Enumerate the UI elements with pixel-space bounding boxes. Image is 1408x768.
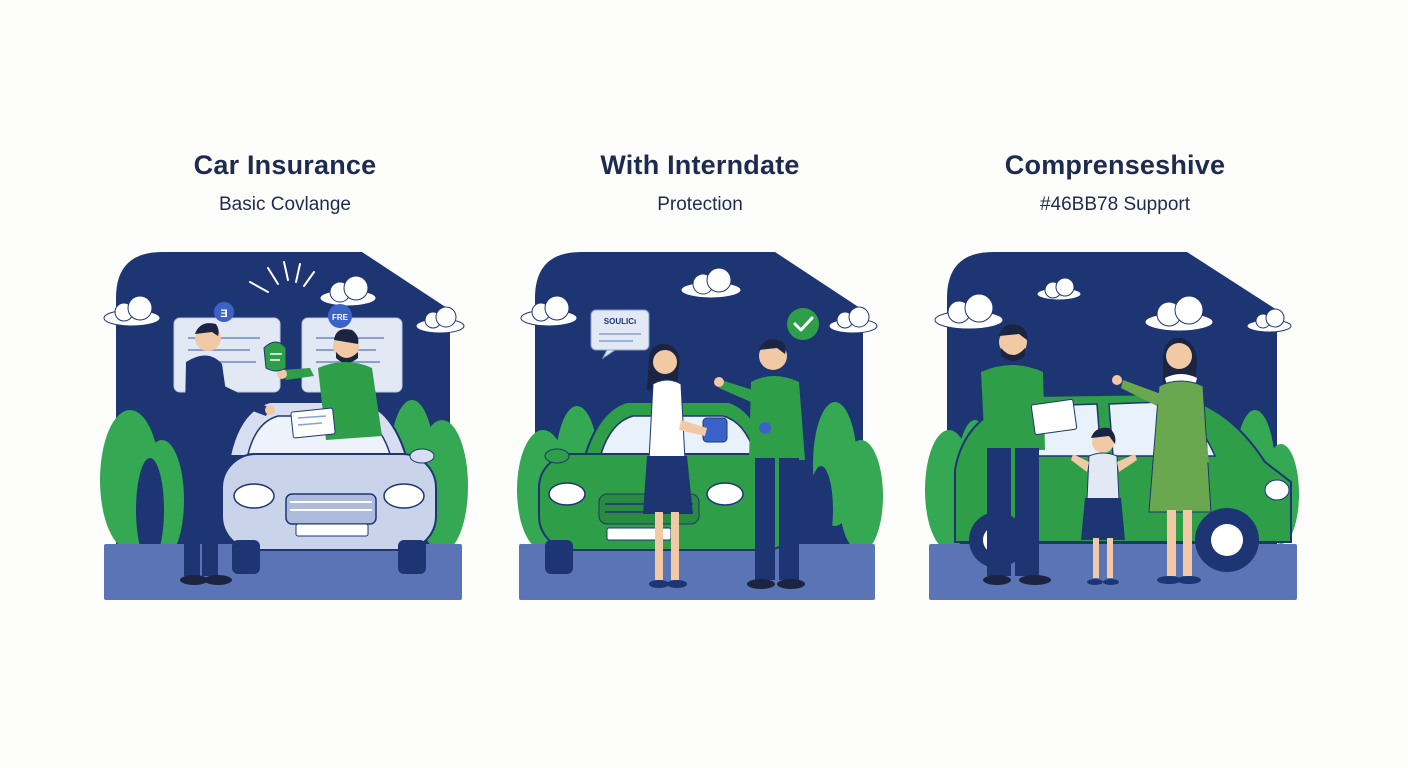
- check-circle-icon: [787, 308, 819, 340]
- key-icon: [759, 422, 771, 434]
- panel-title: Car Insurance: [193, 150, 377, 180]
- child-figure: [1071, 427, 1137, 585]
- dark-leaf-icon: [136, 458, 164, 562]
- panel-subtitle: Protection: [657, 194, 743, 215]
- panel-subtitle: #46BB78 Support: [1039, 194, 1190, 215]
- agent-figure: [180, 323, 275, 585]
- info-badge-icon: Ǝ: [214, 302, 234, 322]
- cloud-icon: [828, 306, 878, 334]
- key-fob-icon: [702, 417, 728, 443]
- scene-couple-with-car-illustration: SOULICı: [517, 252, 883, 600]
- cloud-icon: [1246, 308, 1292, 333]
- mother-figure: [1112, 337, 1212, 584]
- speech-bubble-icon: SOULICı: [590, 309, 650, 360]
- cloud-icon: [103, 295, 161, 327]
- cloud-icon: [319, 275, 377, 307]
- key-tag-icon: [263, 341, 287, 372]
- panel-title: With Interndate: [600, 150, 800, 180]
- panel-title: Comprenseshive: [1004, 150, 1226, 180]
- cloud-icon: [520, 295, 578, 327]
- scene-family-with-car-illustration: [925, 252, 1299, 600]
- cloud-icon: [680, 267, 742, 299]
- cloud-icon: [934, 293, 1004, 330]
- customer-figure: [277, 329, 382, 440]
- cloud-icon: [415, 306, 465, 334]
- cloud-icon: [1144, 295, 1214, 332]
- panel-subtitle: Basic Covlange: [218, 194, 352, 215]
- cloud-icon: [1036, 277, 1082, 301]
- scene-key-handover-illustration: Ǝ FRE: [100, 252, 468, 600]
- father-figure: [981, 324, 1078, 585]
- svg-text:SOULICı: SOULICı: [604, 317, 636, 326]
- car-icon: [221, 401, 437, 574]
- svg-text:Ǝ: Ǝ: [220, 308, 227, 320]
- sparkle-icon: [249, 261, 315, 293]
- svg-text:FRE: FRE: [332, 313, 349, 322]
- man-figure: [714, 339, 805, 589]
- paper-document: [1030, 398, 1078, 436]
- free-badge-icon: FRE: [328, 304, 352, 328]
- woman-figure: [643, 343, 728, 588]
- dark-leaf-icon: [809, 466, 833, 554]
